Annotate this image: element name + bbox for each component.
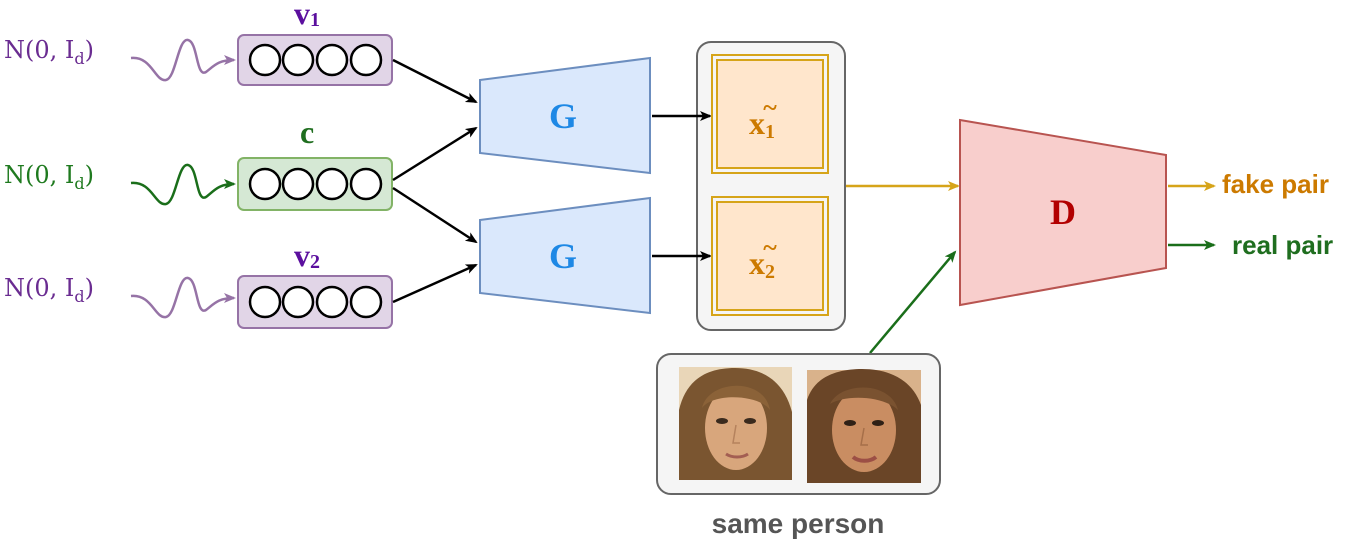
generated-x1-tilde: ~ <box>763 93 777 122</box>
arrow-c-to-g2 <box>392 186 478 244</box>
real-face-photo-2 <box>807 369 921 483</box>
generated-sample-x1: ~ x1 <box>711 54 829 174</box>
noise-label-c: N(0, Id) <box>4 161 94 193</box>
generator-bottom: G <box>479 196 651 315</box>
generator-top: G <box>479 56 651 175</box>
generated-sample-x2: ~ x2 <box>711 196 829 316</box>
arrow-v1-to-g1 <box>392 58 478 104</box>
generator-top-label: G <box>549 96 577 136</box>
arrow-real-to-discriminator <box>869 250 957 354</box>
noise-label-v2: N(0, Id) <box>4 274 94 306</box>
arrow-c-to-g1 <box>392 126 478 182</box>
output-real-pair-label: real pair <box>1232 230 1333 260</box>
latent-label-v2: v2 <box>294 237 320 273</box>
latent-vector-v1 <box>237 34 393 86</box>
generated-x1-label: x1 <box>749 105 775 143</box>
noise-label-v1: N(0, Id) <box>4 36 94 68</box>
generator-bottom-label: G <box>549 236 577 276</box>
real-face-photo-1 <box>679 367 792 480</box>
latent-vector-v2 <box>237 275 393 329</box>
latent-vector-c <box>237 157 393 211</box>
arrow-v2-to-g2 <box>392 263 478 304</box>
generated-x2-tilde: ~ <box>763 233 777 262</box>
latent-label-v1: v1 <box>294 0 320 31</box>
output-fake-pair-label: fake pair <box>1222 169 1329 199</box>
discriminator: D <box>959 118 1167 307</box>
noise-squiggle-v1 <box>130 38 236 82</box>
noise-squiggle-v2 <box>130 276 236 319</box>
noise-squiggle-c <box>130 163 236 206</box>
real-pair-caption: same person <box>712 508 885 539</box>
discriminator-label: D <box>1050 192 1076 232</box>
generated-x2-label: x2 <box>749 245 775 283</box>
latent-label-c: c <box>300 114 314 150</box>
